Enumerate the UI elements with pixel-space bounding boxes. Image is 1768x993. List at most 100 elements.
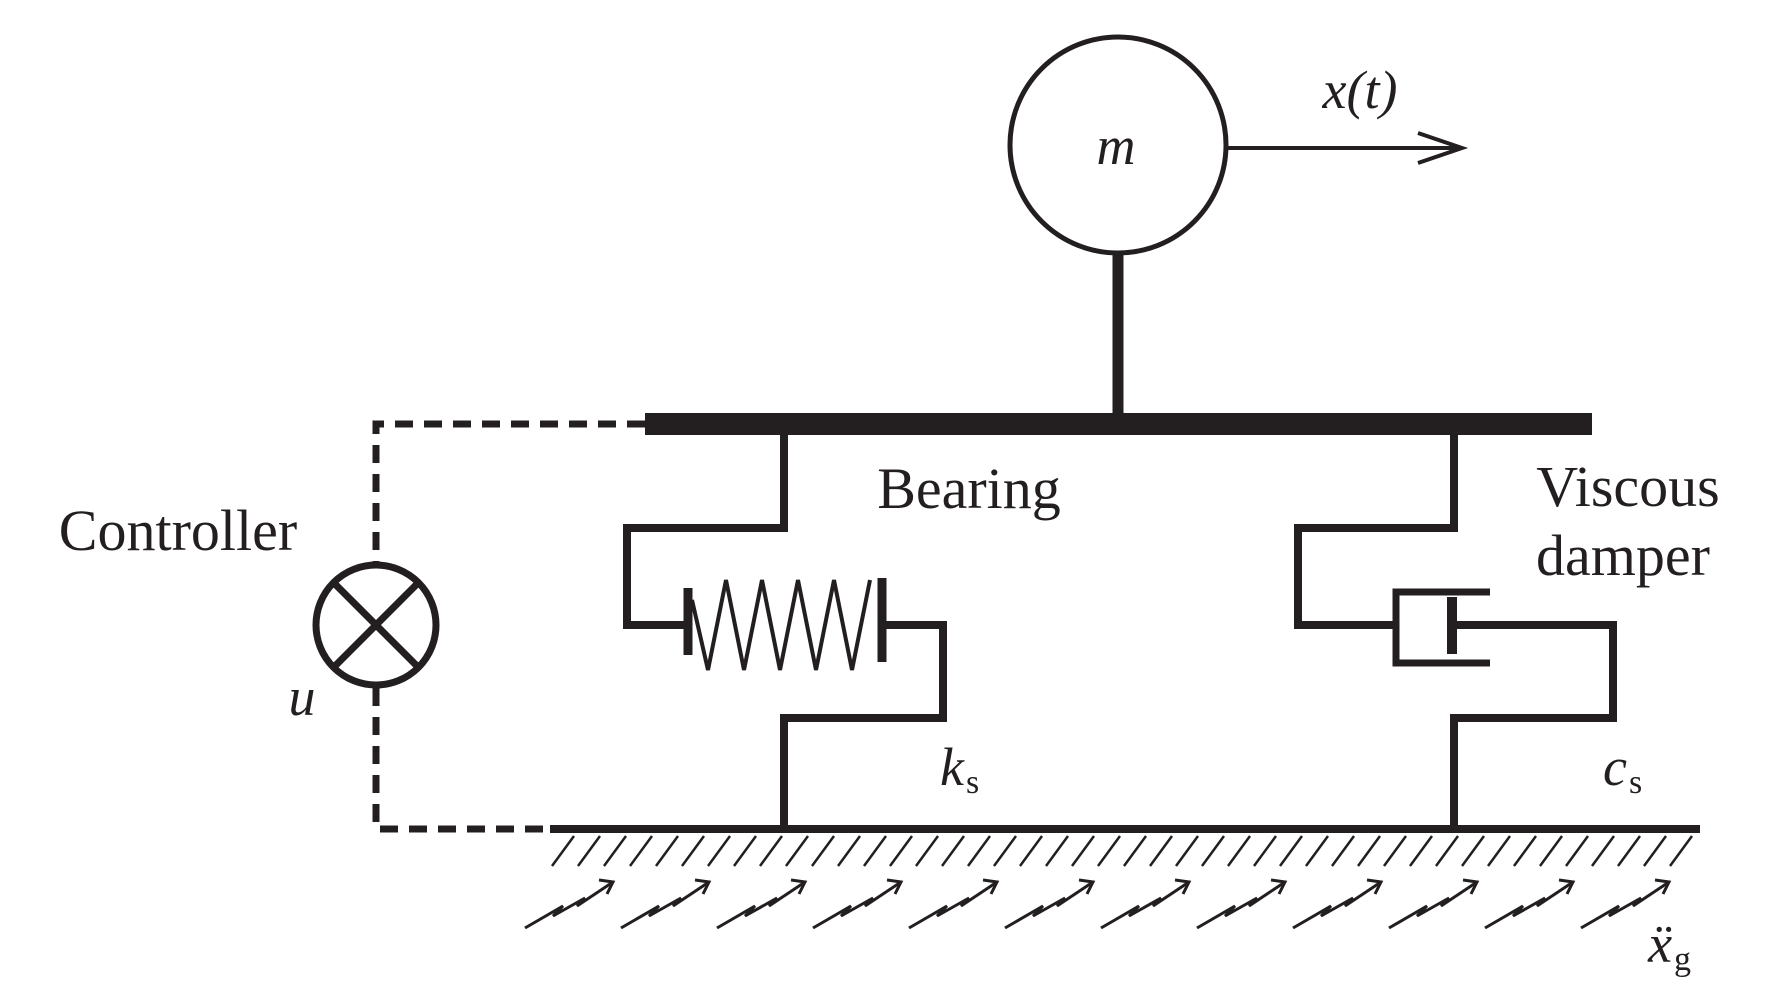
excitation-zigzag xyxy=(1388,880,1478,930)
hatch-line xyxy=(1460,835,1486,867)
hatch-line xyxy=(628,835,654,867)
excitation-zigzag xyxy=(1196,880,1286,930)
stiffness-label: ks xyxy=(940,737,979,801)
controller-upper-line xyxy=(372,420,645,562)
excitation-zigzag-arrowhead xyxy=(982,878,1000,895)
controller-junction-circle xyxy=(312,561,440,689)
bearing-upper-link xyxy=(623,434,788,629)
hatch-line xyxy=(1018,835,1044,867)
hatch-line xyxy=(1148,835,1174,867)
hatch-line xyxy=(1564,835,1590,867)
hatch-line xyxy=(1408,835,1434,867)
excitation-zigzag-arrowhead xyxy=(1270,878,1288,895)
displacement-arrow-head xyxy=(1417,131,1469,165)
damping-label: cs xyxy=(1603,737,1642,801)
hatch-line xyxy=(680,835,706,867)
ground-excitation-symbols xyxy=(524,878,1672,930)
controller-label: Controller xyxy=(59,498,297,563)
excitation-zigzag-arrowhead xyxy=(1174,878,1192,895)
excitation-zigzag-arrowhead xyxy=(1078,878,1096,895)
excitation-zigzag-arrowhead xyxy=(1558,878,1576,895)
excitation-zigzag-arrowhead xyxy=(1462,878,1480,895)
stiffness-symbol: k xyxy=(940,737,965,797)
excitation-zigzag xyxy=(1100,880,1190,930)
excitation-zigzag-arrowhead xyxy=(886,878,904,895)
hatch-line xyxy=(914,835,940,867)
controller-cross-b xyxy=(331,580,421,670)
hatch-line xyxy=(1668,835,1694,867)
hatch-line xyxy=(1278,835,1304,867)
controller-assembly: Controller u xyxy=(59,420,645,833)
hatch-line xyxy=(1070,835,1096,867)
excitation-zigzag-arrowhead xyxy=(790,878,808,895)
hatch-line xyxy=(1044,835,1070,867)
excitation-zigzag xyxy=(1004,880,1094,930)
damper-upper-link xyxy=(1294,434,1458,629)
hatch-line xyxy=(576,835,602,867)
hatch-line xyxy=(654,835,680,867)
hatch-line xyxy=(1382,835,1408,867)
hatch-line xyxy=(1096,835,1122,867)
hatch-line xyxy=(1590,835,1616,867)
hatch-line xyxy=(1174,835,1200,867)
hatch-line xyxy=(836,835,862,867)
displacement-label: x(t) xyxy=(1322,60,1398,120)
hatch-line xyxy=(706,835,732,867)
damping-symbol: c xyxy=(1603,737,1627,797)
ground-accel-subscript: g xyxy=(1674,941,1691,978)
hatch-line xyxy=(1538,835,1564,867)
excitation-zigzag xyxy=(1580,880,1670,930)
excitation-zigzag xyxy=(524,880,614,930)
hatch-line xyxy=(940,835,966,867)
hatch-line xyxy=(1642,835,1668,867)
hatch-line xyxy=(1200,835,1226,867)
hatch-line xyxy=(1252,835,1278,867)
hatch-line xyxy=(1434,835,1460,867)
excitation-zigzag xyxy=(716,880,806,930)
controller-lower-line xyxy=(372,688,550,833)
hatch-line xyxy=(888,835,914,867)
hatch-line xyxy=(550,835,576,867)
excitation-zigzag xyxy=(1484,880,1574,930)
ground-accel-label: ẍg xyxy=(1647,914,1691,978)
bearing-assembly: Bearing ks xyxy=(623,434,1061,828)
hatch-line xyxy=(1486,835,1512,867)
bearing-lower-link xyxy=(780,621,947,828)
hatch-line xyxy=(810,835,836,867)
hatch-line xyxy=(1616,835,1642,867)
spring-coil xyxy=(690,579,872,671)
excitation-zigzag-arrowhead xyxy=(598,878,616,895)
stiffness-subscript: s xyxy=(966,764,979,801)
excitation-zigzag xyxy=(908,880,998,930)
damper-label-line1: Viscous xyxy=(1536,454,1719,519)
hatch-line xyxy=(1512,835,1538,867)
mass-label: m xyxy=(1097,116,1136,176)
hatch-line xyxy=(602,835,628,867)
hatch-line xyxy=(1226,835,1252,867)
control-force-label: u xyxy=(289,667,316,727)
hatch-line xyxy=(1356,835,1382,867)
excitation-zigzag xyxy=(1292,880,1382,930)
excitation-zigzag-arrowhead xyxy=(694,878,712,895)
excitation-zigzag xyxy=(620,880,710,930)
damping-subscript: s xyxy=(1629,764,1642,801)
hatch-line xyxy=(1330,835,1356,867)
hatch-line xyxy=(862,835,888,867)
hatch-line xyxy=(1122,835,1148,867)
damper-cylinder xyxy=(1392,588,1490,667)
hatch-line xyxy=(784,835,810,867)
hatch-line xyxy=(758,835,784,867)
ground-accel-symbol: ẍ xyxy=(1647,914,1672,974)
ground-hatching xyxy=(550,835,1694,867)
hatch-line xyxy=(732,835,758,867)
hatch-line xyxy=(992,835,1018,867)
hatch-line xyxy=(1304,835,1330,867)
excitation-zigzag-arrowhead xyxy=(1366,878,1384,895)
excitation-zigzag xyxy=(812,880,902,930)
hatch-line xyxy=(966,835,992,867)
damper-assembly: Viscous damper cs xyxy=(1294,434,1720,828)
excitation-zigzag-arrowhead xyxy=(1654,878,1672,895)
damper-label-line2: damper xyxy=(1536,523,1710,588)
